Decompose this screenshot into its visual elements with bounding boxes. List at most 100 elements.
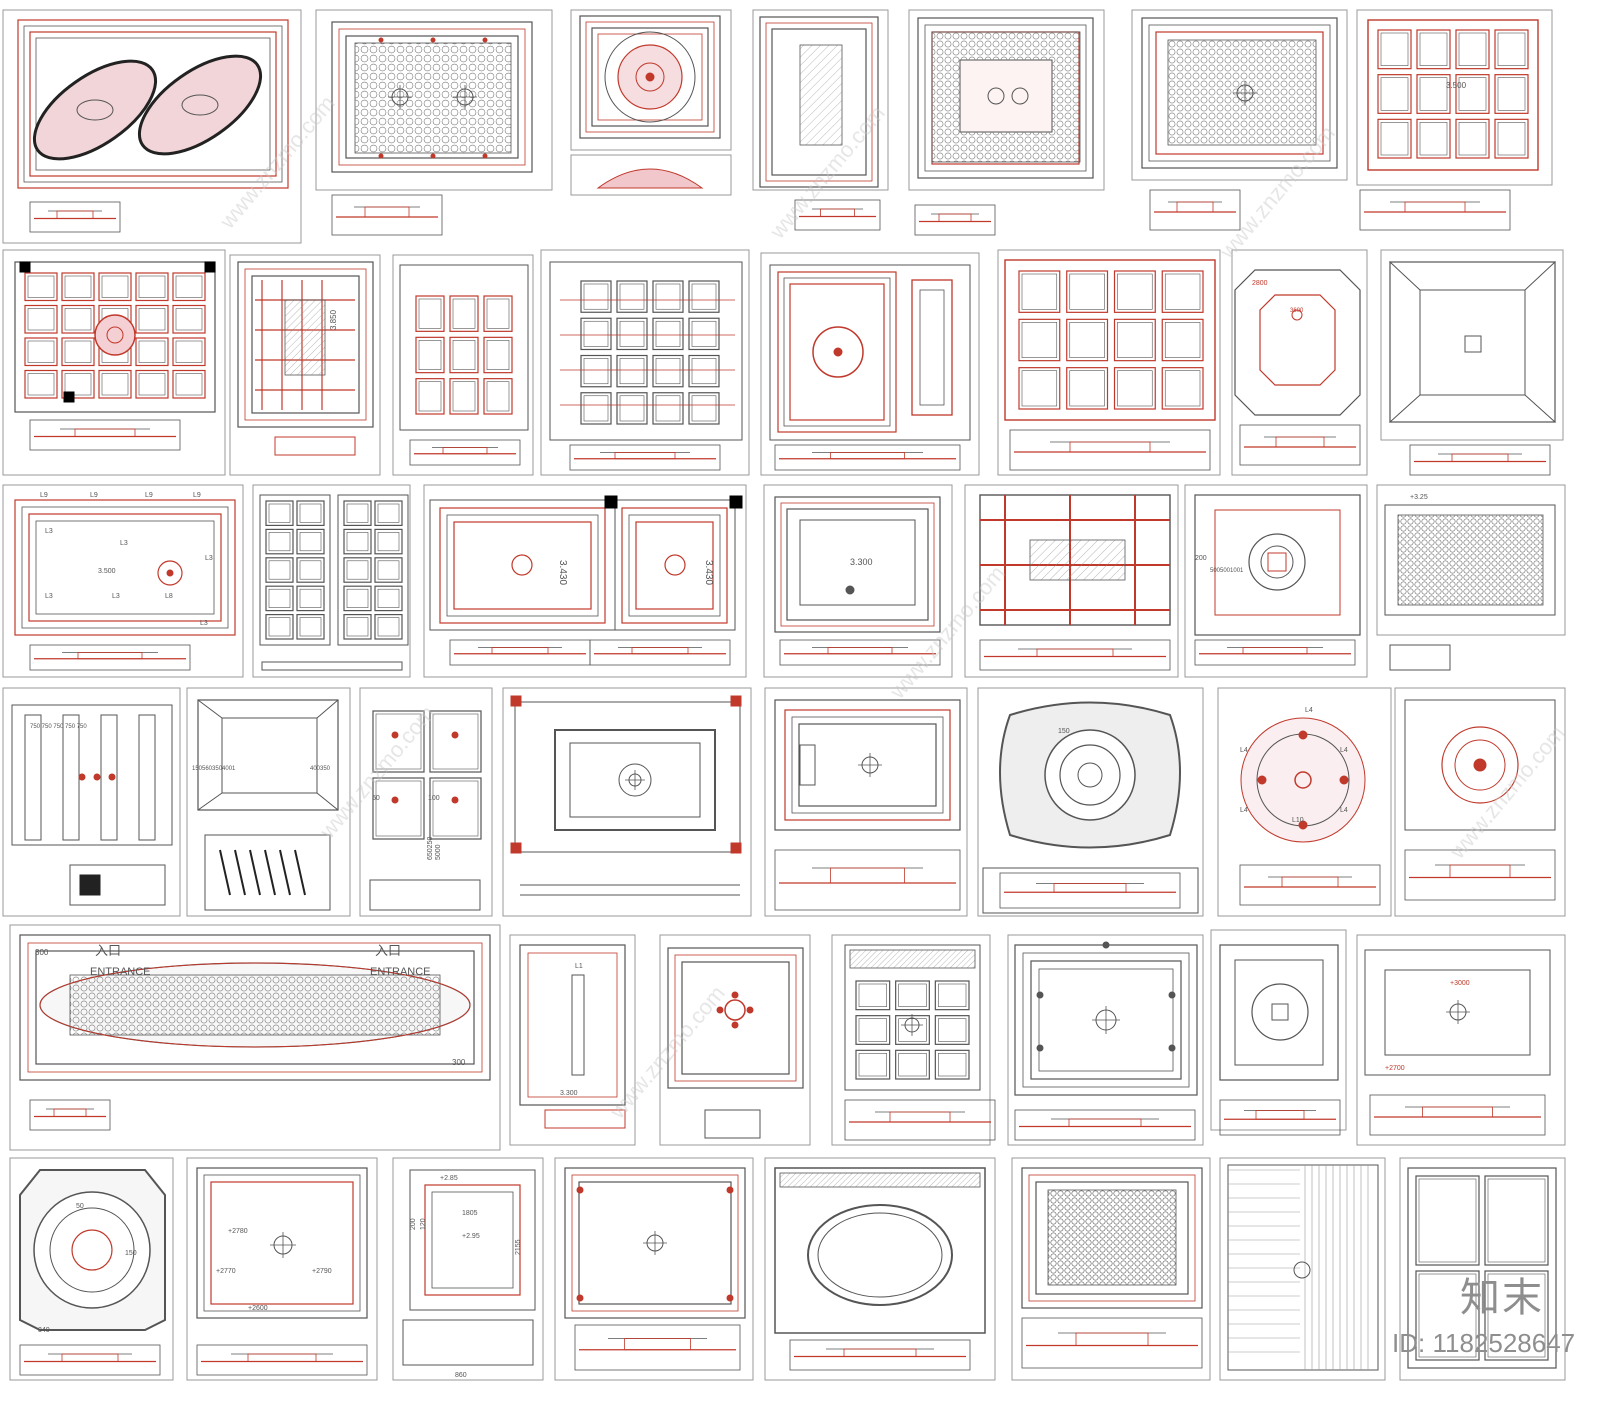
section-detail <box>29 419 181 451</box>
outline <box>777 271 897 433</box>
outline <box>274 436 356 456</box>
outline <box>616 354 648 388</box>
outline <box>571 1174 739 1312</box>
outline <box>691 283 717 310</box>
outline <box>61 369 95 399</box>
section-detail <box>569 444 721 471</box>
outline <box>1113 270 1156 313</box>
outline <box>442 447 488 455</box>
section-detail <box>1194 639 1356 666</box>
entrance-label: ENTRANCE <box>370 966 431 978</box>
outline <box>1384 969 1531 1056</box>
outline <box>268 503 291 523</box>
panel-frame <box>1219 1157 1386 1381</box>
outline <box>197 699 339 811</box>
ellipse <box>807 1204 953 1306</box>
hatch-fill <box>1029 539 1126 581</box>
dimension-label: 100 <box>428 795 440 802</box>
panel-r1-4 <box>752 9 889 231</box>
light-label: L3 <box>45 528 53 535</box>
circle <box>106 326 124 344</box>
section-detail <box>29 1099 111 1131</box>
circle <box>645 72 655 82</box>
outline <box>175 308 203 331</box>
panel-frame <box>554 1157 754 1381</box>
outline <box>614 499 736 631</box>
outline <box>571 974 585 1076</box>
panel-r1-6 <box>1131 9 1348 231</box>
outline <box>1255 1110 1305 1120</box>
outline <box>1066 270 1109 313</box>
dimension-label: +2790 <box>312 1268 332 1275</box>
outline <box>1214 509 1341 616</box>
outline <box>1377 29 1412 70</box>
outline <box>53 1108 87 1117</box>
lattice-pattern <box>1397 514 1544 606</box>
panel-r2-3 <box>392 254 534 476</box>
outline <box>346 588 369 608</box>
outline <box>21 506 229 629</box>
outline <box>135 272 169 302</box>
elevation-label: 3.500 <box>98 568 116 575</box>
section-detail <box>999 872 1181 909</box>
outline <box>1161 318 1204 362</box>
outline <box>265 613 294 640</box>
panel-r4-8 <box>1394 687 1566 917</box>
outline <box>549 261 743 441</box>
outline <box>774 496 941 633</box>
outline <box>1451 453 1509 462</box>
outline <box>172 337 206 367</box>
panel-r6-4 <box>554 1157 754 1381</box>
dimension-label: 340 <box>38 1327 50 1334</box>
outline <box>221 717 318 794</box>
dimension-label: 120 <box>420 1218 427 1230</box>
outline <box>855 980 891 1011</box>
outline <box>1377 74 1412 114</box>
outline <box>1117 370 1153 407</box>
outline <box>375 780 422 837</box>
outline <box>1404 201 1466 213</box>
dimension-label: 50 <box>372 795 380 802</box>
outline <box>1415 1175 1480 1266</box>
outline <box>858 1053 887 1077</box>
outline <box>554 729 716 831</box>
octagon-ceiling <box>1234 269 1361 416</box>
circle <box>1168 991 1176 999</box>
outline <box>759 16 879 188</box>
outline <box>452 298 476 329</box>
outline <box>1422 1106 1493 1118</box>
panel-frame <box>760 252 980 476</box>
outline <box>652 317 684 351</box>
outline <box>765 22 873 182</box>
outline <box>583 320 609 347</box>
section-detail <box>1009 429 1211 471</box>
panel-r3-5 <box>964 484 1179 678</box>
circle <box>1291 309 1303 321</box>
section-detail <box>19 1344 161 1376</box>
panel-r5-3 <box>659 934 811 1146</box>
outline <box>1484 1270 1549 1361</box>
leaf-medallion <box>137 54 263 156</box>
outline <box>377 588 400 608</box>
circle <box>378 153 384 159</box>
outline <box>1494 118 1529 159</box>
dimension-label: +2700 <box>1385 1065 1405 1072</box>
circle <box>1102 941 1110 949</box>
outline <box>1380 77 1409 111</box>
outline <box>24 337 58 367</box>
outline <box>24 304 58 334</box>
circle <box>724 999 746 1021</box>
outline <box>399 264 529 431</box>
outline <box>98 369 132 399</box>
outline <box>56 210 94 219</box>
outline <box>619 283 645 310</box>
section-detail <box>1219 1099 1341 1136</box>
circle <box>157 560 183 586</box>
circle <box>78 773 86 781</box>
dimension-label: +2780 <box>228 1228 248 1235</box>
elevation-label: 3.430 <box>557 560 568 585</box>
outline <box>346 617 369 637</box>
outline <box>844 944 981 1091</box>
